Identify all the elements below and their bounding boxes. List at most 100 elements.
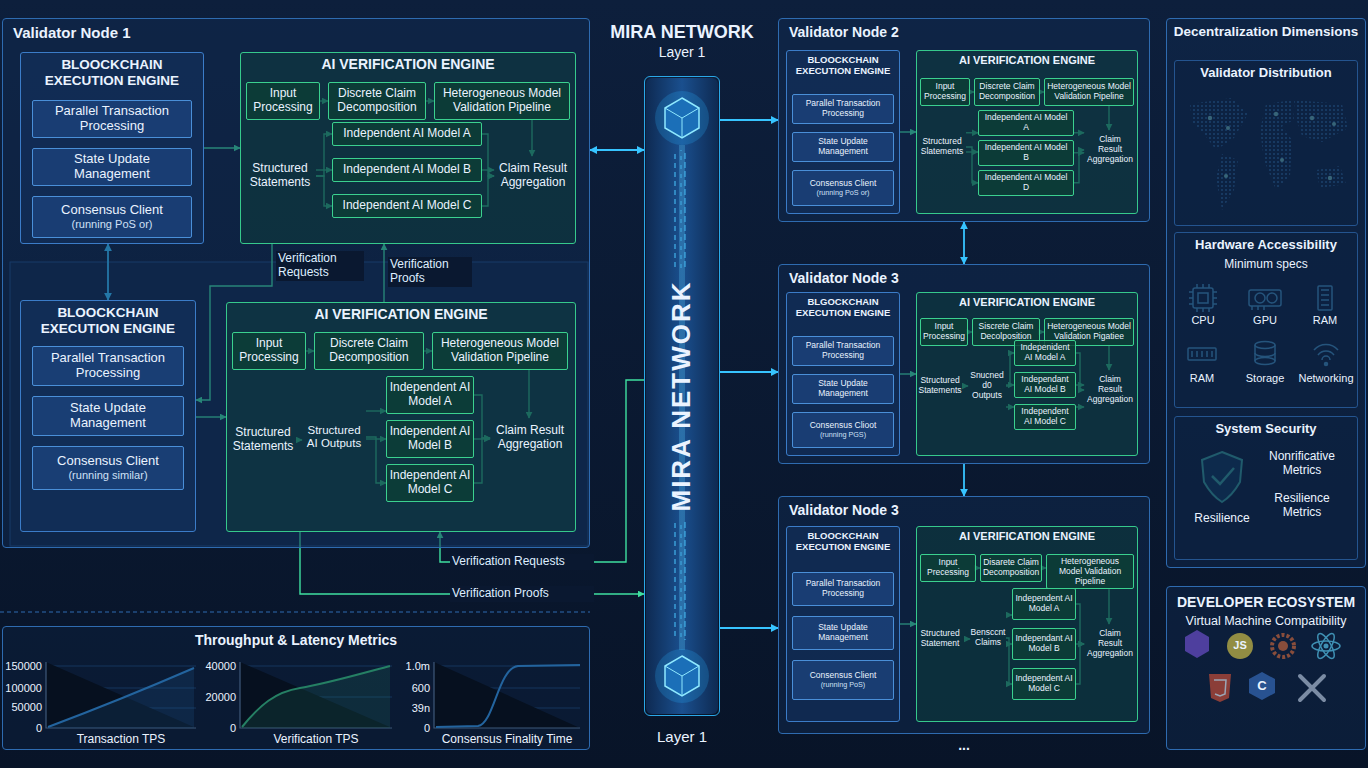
node-text: State Update Management [35, 401, 181, 431]
text-node: Structured AI Outputs [302, 408, 366, 466]
node-text: 1.0m [394, 660, 430, 673]
node-text: Decentralization Dimensions [1168, 24, 1364, 40]
node-text: Disarete Claim Decomposition [983, 558, 1039, 578]
text-node: Snucned d0 Outputs [968, 362, 1006, 410]
engine-box: BLOOCKCHAIN EXECUTION ENGINEParallel Tra… [20, 52, 204, 244]
node-text: BLOOCKCHAIN EXECUTION ENGINE [791, 55, 895, 77]
node-text: Structured Statement [919, 629, 961, 649]
node-text: Input Processing [923, 322, 965, 342]
node-text: Minimum specs [1181, 258, 1351, 272]
engine-box: BLOOCKCHAIN EXECUTION ENGINE Parallel Tra… [786, 50, 900, 214]
text-node: Structured Statements [918, 370, 962, 402]
process-box: Independant AI Model B [1014, 372, 1076, 398]
process-box: State Update Management [792, 374, 894, 404]
node-text: (running PoS or) [817, 189, 870, 197]
process-box: Heterogeneous Model Validation Pipeline [1046, 554, 1134, 589]
process-box: Heterogeneous Model Validation Pipeline [434, 82, 570, 120]
node-text: Resilience [1182, 512, 1262, 526]
node-text: Verification TPS [246, 733, 386, 747]
node-text: Parallel Transaction Processing [795, 99, 891, 119]
node-text: Indepenident AI Model A [1017, 343, 1073, 363]
process-box: Independent AI Model C [332, 194, 482, 218]
node-text: AI VERIFICATION ENGINE [244, 56, 572, 72]
process-box: Discrete Claim Decomposition [328, 82, 426, 120]
node-text: Independant AI Model B [1015, 634, 1073, 654]
text-node: Claim Result Aggregation [490, 418, 570, 458]
sub-panel: Validator Distribution [1174, 60, 1358, 226]
process-box: Independent AI Model C [1012, 668, 1076, 700]
node-text: Independent AI Model A [389, 381, 471, 409]
node-text: MIRA NETWORK [667, 280, 697, 511]
engine-box: BLOOCKCHAIN EXECUTION ENGINEParallel Tra… [20, 300, 196, 532]
node-text: C [1252, 679, 1272, 694]
node-text: Discrete Claim Decomposition [317, 337, 421, 365]
node-text: Independent AI Model A [343, 127, 470, 141]
node-text: Resilience Metrics [1257, 492, 1347, 520]
node-text: Consensus Client [810, 671, 877, 681]
edge-label: Verification Proofs [388, 257, 472, 287]
node-text: Parallel Transaction Processing [795, 579, 891, 599]
process-box: Input Processing [920, 318, 968, 346]
validator-panel: Validator Node 3 BLGOCKCHAIN EXECUTION EN… [778, 264, 1150, 464]
process-box: Input Processing [246, 82, 320, 120]
process-box: Heterogeneous Model Validation Pipeline [1044, 78, 1134, 106]
process-box: Independent AI Model C [1014, 404, 1076, 430]
node-text: Independent AI Model A [981, 113, 1071, 133]
node-text: Discrete Claim Decomposition [977, 82, 1037, 102]
node-text: CPU [1178, 314, 1228, 327]
text-node: Claim Result Aggregation [1084, 370, 1136, 410]
text-node: Structured Slatements [918, 130, 966, 164]
connector [720, 627, 778, 629]
node-text: Discrete Claim Decomposition [331, 87, 423, 115]
connector [590, 149, 644, 151]
node-text: RAM [1177, 372, 1227, 385]
node-text: Input Processing [249, 87, 317, 115]
node-text: Parallel Transaction Processing [35, 351, 181, 381]
node-text: Heterogeneous Model Validation Pigatiee [1047, 322, 1131, 342]
node-text: 600 [394, 682, 430, 695]
node-text: Independent AI Model B [343, 163, 471, 177]
node-text: Networking [1296, 372, 1356, 385]
node-text: Throughput & Latency Metrics [146, 632, 446, 648]
node-text: Structured Slatements [921, 137, 964, 157]
process-box: Independent AI Model B [386, 420, 474, 458]
node-text: (running PoS or) [71, 218, 152, 231]
node-text: Independent AI Model C [1017, 407, 1073, 427]
free-label: Layer 1 [637, 44, 727, 60]
node-text: Heterogeneous Model Validation Pipeline [435, 337, 565, 365]
separator [0, 612, 590, 613]
process-box: Heterogeneous Model Validation Pipeline [432, 332, 568, 370]
process-box: Independent AI Model A [1012, 588, 1076, 620]
process-box: Consensus Client(running PoS) [792, 660, 894, 700]
node-text: Validator Node 3 [789, 270, 1139, 286]
node-text: JS [1227, 639, 1253, 652]
node-text: Hardware Accessibility [1176, 238, 1356, 253]
node-text: State Update Management [35, 152, 189, 182]
network-pillar: MIRA NETWORKLayer 1 [644, 76, 720, 716]
node-text: Validator Node 1 [13, 24, 579, 41]
engine-box: BLOOCKCHAIN EXECUTION ENGINEParallel Tra… [786, 526, 900, 722]
process-box: Consensus Client(running similar) [32, 446, 184, 490]
process-box: Consensus Client(running PoS or) [32, 196, 192, 238]
node-text: Structured AI Outputs [305, 424, 363, 450]
node-text: Claim Result Aggregation [493, 424, 567, 452]
node-text: DEVELOPER ECOSYSTEM [1168, 594, 1364, 610]
engine-box: AI VERIFICATION ENGINEInput PrecessingDi… [916, 526, 1138, 722]
engine-box: AI VERIFICATION ENGINEInput ProcessingDi… [226, 302, 576, 532]
validator-panel: Validator Node 2BLOOCKCHAIN EXECUTION EN… [778, 18, 1150, 222]
text-node: Structured Statement [916, 622, 964, 656]
free-label: ... [944, 737, 984, 753]
node-text: 100000 [2, 682, 42, 695]
process-box: Independant AI Model B [1012, 628, 1076, 660]
process-box: Disarete Claim Decomposition [980, 554, 1042, 582]
node-text: Claim Result Aggregation [1087, 629, 1133, 658]
node-text: Bensccnt Claims [971, 628, 1006, 648]
process-box: State Update Management [792, 616, 894, 650]
diagram-title: MIRA NETWORK [572, 22, 792, 43]
process-box: Parallel Transaction Processing [32, 100, 192, 138]
process-box: Independent AI Model D [978, 170, 1074, 196]
node-text: 50000 [2, 701, 42, 714]
node-text: Independent AI Model C [389, 469, 471, 497]
process-box: Input Processing [232, 332, 306, 370]
engine-box: BLGOCKCHAIN EXECUTION ENGINEParallel Tra… [786, 292, 900, 456]
